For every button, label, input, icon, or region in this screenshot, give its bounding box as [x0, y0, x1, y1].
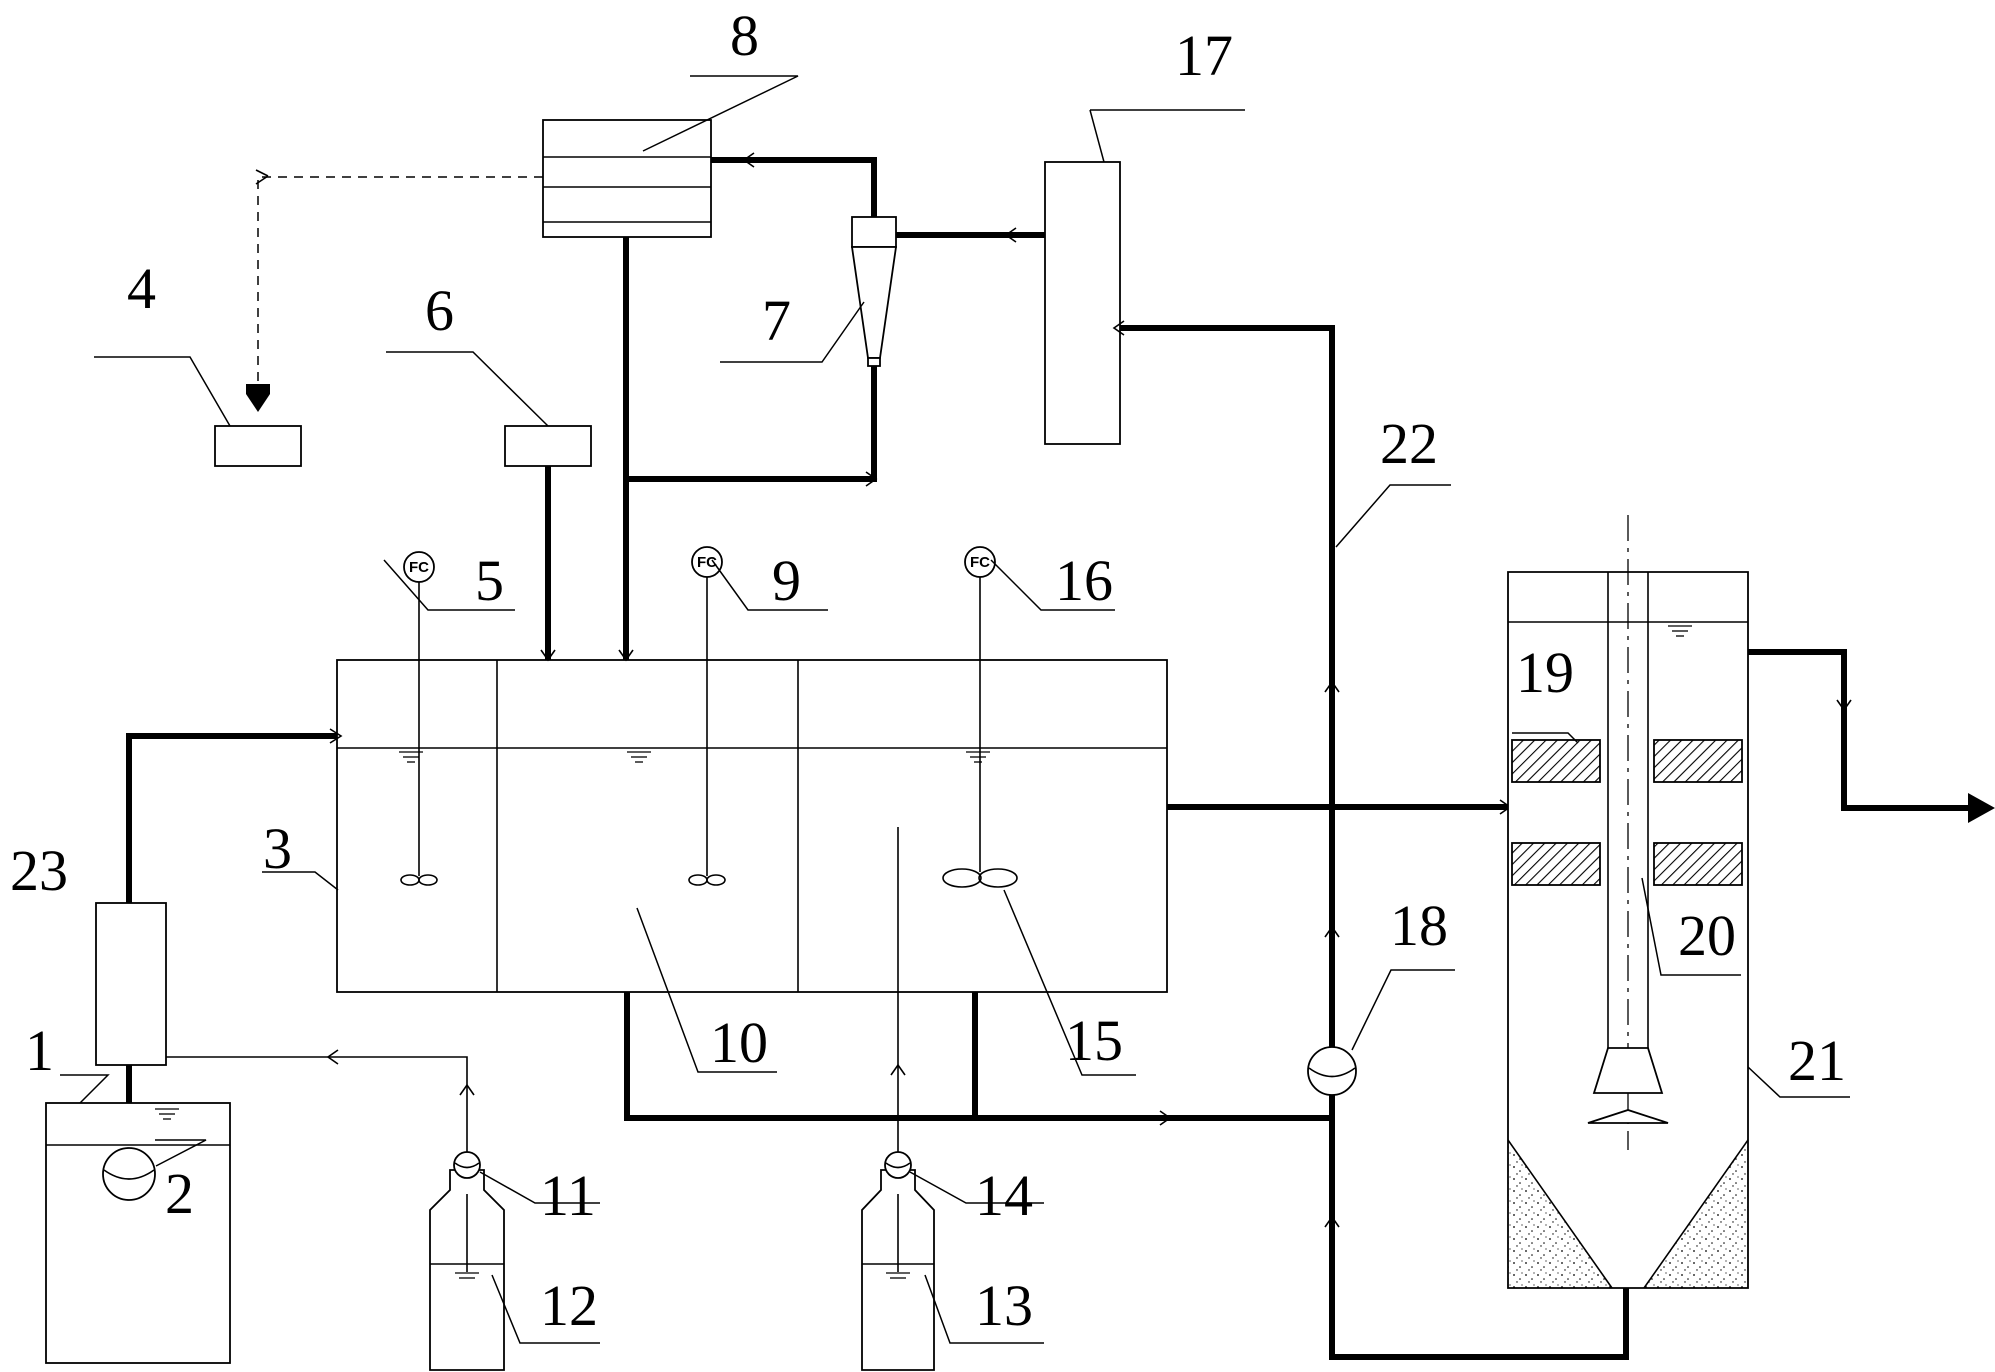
thick-piping — [126, 157, 1995, 1360]
stirrer-5: FC — [400, 551, 438, 886]
pump-14 — [884, 1151, 912, 1179]
fc-label-5: FC — [409, 559, 429, 576]
label-7: 7 — [762, 288, 791, 353]
unit-6 — [504, 425, 592, 467]
label-11: 11 — [540, 1163, 596, 1228]
fc-label-9: FC — [697, 554, 717, 571]
baffle-19 — [1511, 739, 1743, 886]
label-4: 4 — [127, 256, 156, 321]
leader-lines — [60, 75, 1850, 1344]
water-level-symbol-10 — [627, 751, 651, 763]
unit-4 — [214, 425, 302, 467]
signal-line — [246, 169, 543, 412]
pump-11 — [453, 1151, 481, 1179]
cyclone-7 — [850, 216, 898, 367]
label-12: 12 — [540, 1273, 598, 1338]
bottle-12 — [429, 1169, 505, 1371]
label-3: 3 — [263, 816, 292, 881]
column-17 — [1044, 161, 1121, 445]
center-tube-20 — [1587, 515, 1669, 1150]
label-8: 8 — [730, 3, 759, 68]
bottle-13 — [861, 1169, 935, 1371]
label-18: 18 — [1390, 893, 1448, 958]
thin-piping — [166, 827, 899, 1170]
label-6: 6 — [425, 278, 454, 343]
label-1: 1 — [25, 1018, 54, 1083]
stirrer-9: FC — [688, 546, 726, 886]
label-13: 13 — [975, 1273, 1033, 1338]
label-21: 21 — [1788, 1028, 1846, 1093]
label-15: 15 — [1065, 1008, 1123, 1073]
label-10: 10 — [710, 1010, 768, 1075]
label-17: 17 — [1175, 23, 1233, 88]
label-19: 19 — [1516, 640, 1574, 705]
label-2: 2 — [165, 1161, 194, 1226]
unit-8 — [542, 119, 712, 238]
pump-18 — [1307, 1046, 1357, 1096]
reactor-vessel — [336, 659, 1168, 993]
label-22: 22 — [1380, 411, 1438, 476]
label-20: 20 — [1678, 903, 1736, 968]
label-16: 16 — [1055, 548, 1113, 613]
label-23: 23 — [10, 838, 68, 903]
label-14: 14 — [975, 1163, 1033, 1228]
fc-label-16: FC — [970, 554, 990, 571]
unit-23 — [95, 902, 167, 1066]
pump-2 — [102, 1147, 156, 1201]
stirrer-16: FC — [942, 546, 1018, 888]
flow-arrows — [326, 152, 1852, 1228]
label-5: 5 — [475, 548, 504, 613]
tank-1 — [45, 1102, 231, 1364]
label-9: 9 — [772, 548, 801, 613]
callout-labels: 1 2 3 4 5 6 7 8 9 10 11 12 13 14 15 16 1… — [10, 3, 1846, 1338]
